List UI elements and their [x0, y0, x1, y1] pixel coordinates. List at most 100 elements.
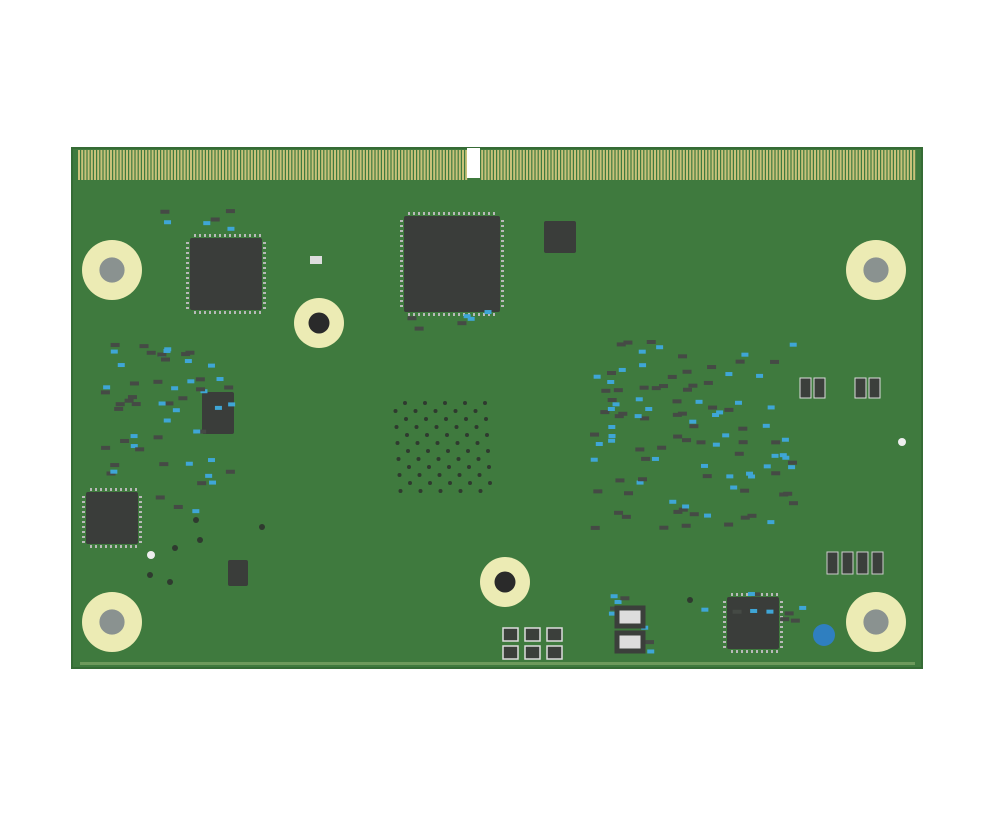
edge-connector-pin — [292, 150, 295, 180]
edge-connector-pin — [791, 150, 794, 180]
bga-pad — [467, 465, 471, 469]
edge-connector-pin — [772, 150, 775, 180]
edge-connector-pin — [382, 150, 384, 180]
smd-resistor — [196, 387, 206, 392]
smd-inductor — [546, 645, 563, 660]
via — [172, 545, 178, 551]
ic-pin — [501, 230, 504, 232]
edge-connector-pin — [145, 150, 148, 180]
smd-capacitor — [766, 609, 774, 614]
edge-connector-pin — [433, 150, 436, 180]
edge-connector-pin — [116, 150, 119, 180]
ic-pin — [186, 272, 189, 274]
ic-pin — [244, 311, 246, 314]
ic-pin — [478, 212, 480, 215]
ic-pin — [501, 300, 504, 302]
smd-resistor — [673, 509, 683, 514]
edge-connector-pin — [388, 150, 391, 180]
ic-pin — [780, 626, 783, 628]
edge-connector-pin — [302, 150, 304, 180]
edge-connector-pin — [810, 150, 813, 180]
ic-pin — [135, 545, 137, 548]
bga-pad — [406, 449, 410, 453]
smd-capacitor — [635, 397, 643, 402]
ic-pin — [115, 545, 117, 548]
edge-connector-pin — [682, 150, 685, 180]
ic-pin — [483, 313, 485, 316]
edge-connector-pin — [250, 150, 253, 180]
bga-pad — [485, 433, 489, 437]
smd-resistor — [127, 395, 137, 400]
ic-pin — [82, 531, 85, 533]
edge-connector-pin — [903, 150, 906, 180]
bga-pad — [474, 425, 479, 429]
edge-connector-pin — [119, 150, 122, 180]
edge-connector-pin — [609, 150, 612, 180]
smd-resistor — [160, 357, 170, 362]
smd-capacitor — [209, 480, 217, 485]
smd-resistor — [707, 365, 717, 370]
bga-pad — [463, 401, 467, 405]
smd-resistor — [738, 426, 748, 431]
ic-pin — [723, 636, 726, 638]
ic-pin — [771, 593, 773, 596]
edge-connector-pin — [631, 150, 634, 180]
ic-pin — [100, 488, 102, 491]
edge-connector-pin — [746, 150, 749, 180]
smd-capacitor — [164, 220, 172, 225]
edge-connector-pin — [730, 150, 733, 180]
edge-connector-pin — [286, 150, 288, 180]
ic-chip — [544, 221, 576, 253]
edge-connector-pin — [766, 150, 768, 180]
edge-connector-pin — [206, 150, 208, 180]
smd-resistor — [673, 434, 683, 439]
bga-pad — [435, 441, 440, 445]
ic-pin — [186, 307, 189, 309]
bga-pad — [413, 409, 418, 413]
edge-connector-pin — [490, 150, 493, 180]
mounting-hole — [99, 257, 125, 283]
edge-connector-pin — [308, 150, 311, 180]
edge-connector-pin — [503, 150, 506, 180]
smd-resistor — [618, 411, 628, 416]
edge-connector-pin — [343, 150, 346, 180]
smd-inductor — [524, 645, 541, 660]
ic-pin — [234, 234, 236, 237]
ic-pin — [400, 280, 403, 282]
edge-connector-pin — [548, 150, 551, 180]
edge-connector-pin — [414, 150, 416, 180]
smd-resistor — [672, 399, 682, 404]
edge-connector-pin — [775, 150, 778, 180]
bga-pad — [405, 433, 409, 437]
ic-pin — [105, 545, 107, 548]
bga-pad — [488, 481, 492, 485]
ic-pin — [400, 285, 403, 287]
edge-connector-pin — [305, 150, 308, 180]
ic-pin — [186, 297, 189, 299]
edge-connector-pin — [826, 150, 829, 180]
ic-pin — [483, 212, 485, 215]
edge-connector-pin — [839, 150, 842, 180]
smd-capacitor — [700, 463, 708, 468]
ic-pin — [400, 235, 403, 237]
smd-resistor — [635, 447, 645, 452]
edge-connector-pin — [884, 150, 887, 180]
ic-pin — [448, 212, 450, 215]
via — [197, 537, 203, 543]
edge-connector-pin — [330, 150, 333, 180]
ic-pin — [400, 250, 403, 252]
smd-resistor — [601, 388, 611, 393]
bga-pad — [418, 489, 423, 493]
ic-chip — [86, 492, 138, 544]
edge-connector-pin — [593, 150, 596, 180]
edge-connector-pin — [132, 150, 135, 180]
smd-resistor — [621, 514, 631, 519]
edge-connector-pin — [174, 150, 176, 180]
smd-resistor — [160, 209, 170, 214]
edge-connector-pin — [462, 150, 464, 180]
ic-pin — [493, 212, 495, 215]
edge-connector-pin — [910, 150, 912, 180]
edge-connector-pin — [695, 150, 698, 180]
ic-pin — [186, 292, 189, 294]
ic-pin — [458, 313, 460, 316]
